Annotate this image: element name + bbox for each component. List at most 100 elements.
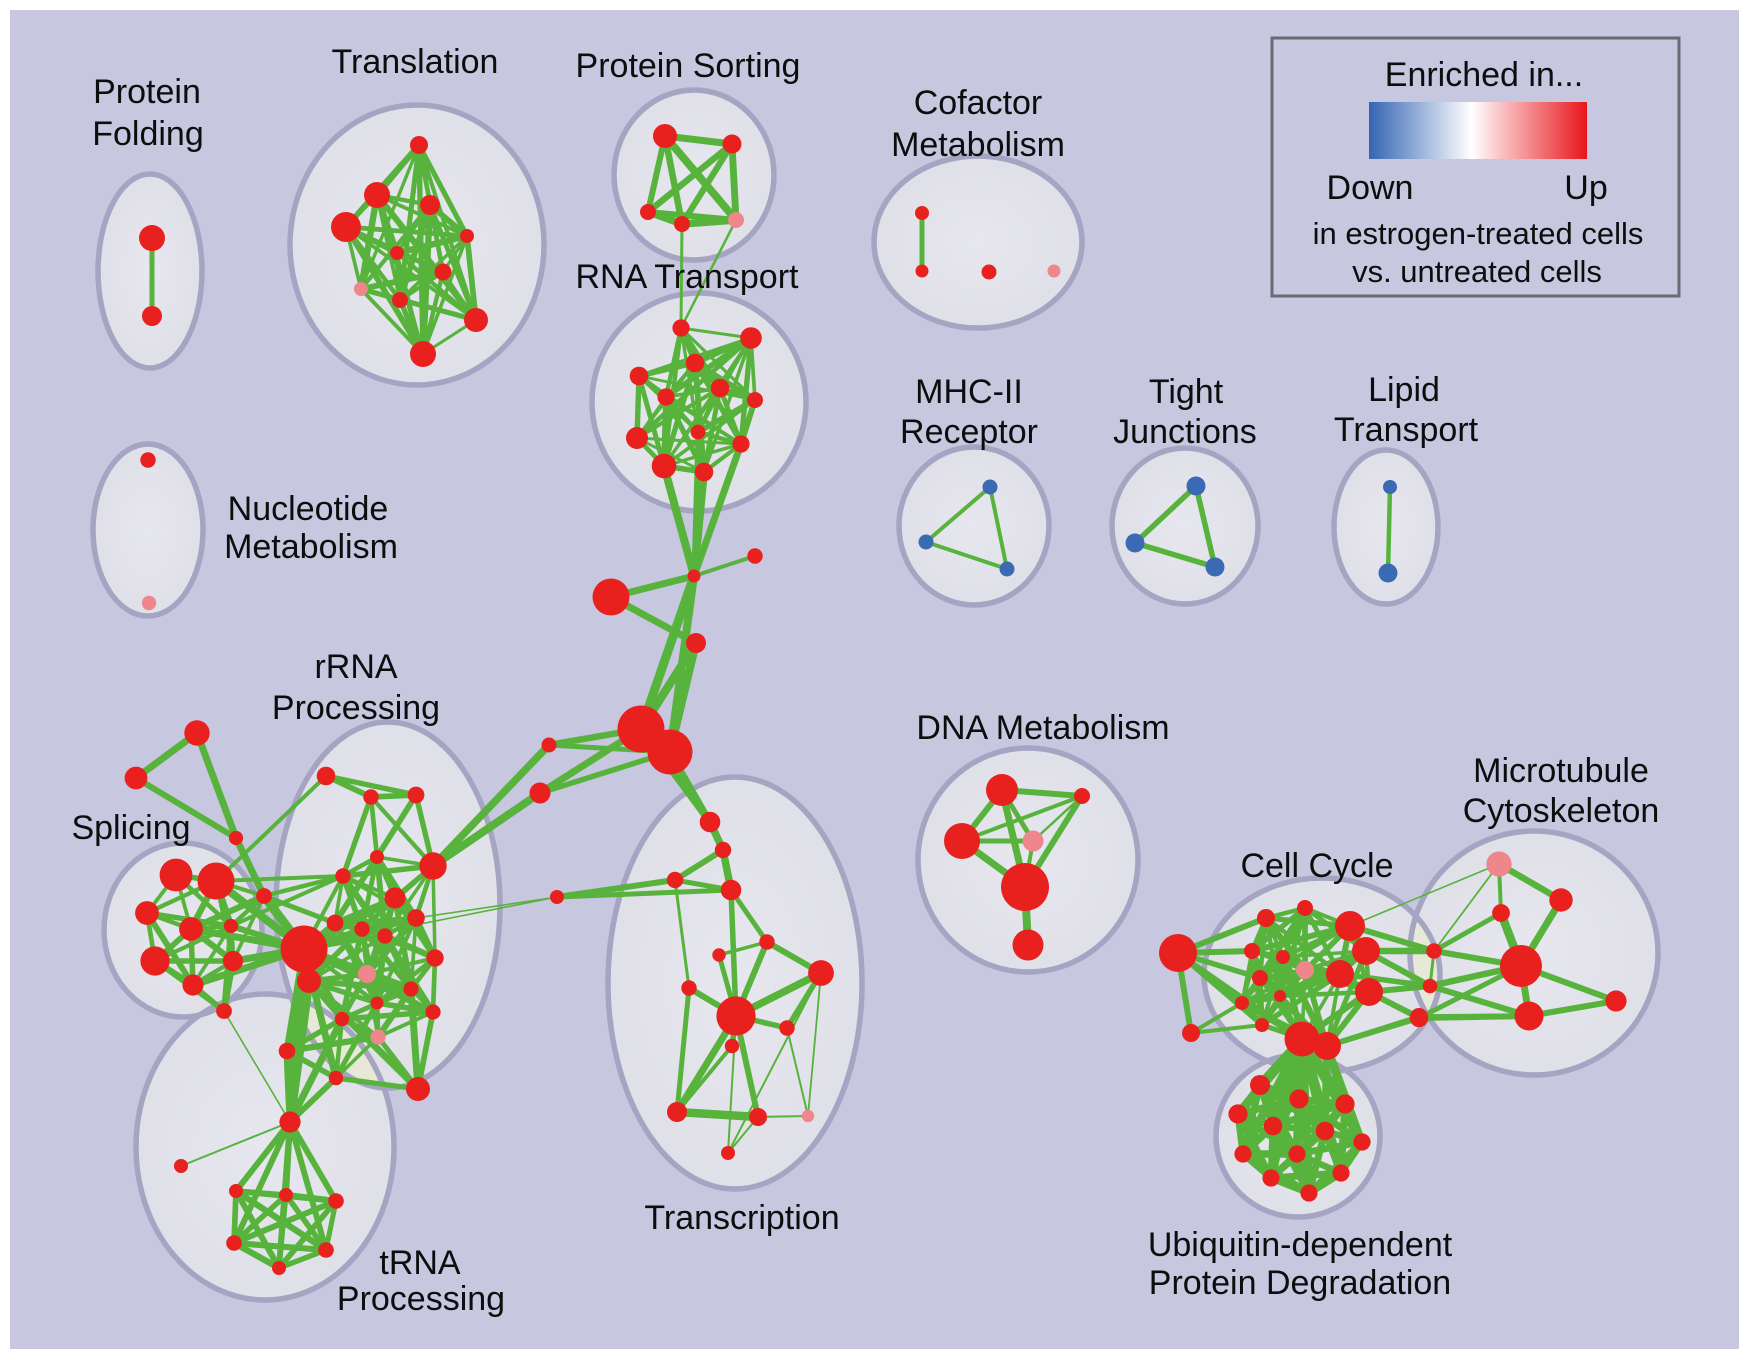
- edge-tl4-tl11: [343, 225, 426, 356]
- node-md1: [1426, 943, 1442, 959]
- node-rr18: [328, 1070, 344, 1086]
- edge-ps1-ps5: [661, 133, 740, 223]
- node-tcg: [716, 996, 756, 1036]
- node-k1: [541, 737, 557, 753]
- edge-stp-smd: [193, 731, 240, 840]
- edge-k2-h2: [539, 749, 671, 796]
- edge-tc4-tc7: [674, 987, 692, 1113]
- edge-tn2-tn4: [232, 1192, 288, 1246]
- cluster-ellipse-stroke-transcription: [605, 774, 865, 1192]
- node-ps5: [728, 212, 744, 228]
- edge-rr11-rr12: [383, 933, 437, 961]
- node-tc3: [808, 960, 834, 986]
- edge-rrbig-rr6: [342, 863, 434, 879]
- edge-ub7-ub9: [1296, 1138, 1363, 1158]
- node-ps4: [674, 216, 690, 232]
- edge-c2-c3: [673, 847, 725, 883]
- edge-mh1-mh2: [924, 485, 992, 544]
- node-dm3: [944, 823, 980, 859]
- edge-cc5-ccb1: [1259, 924, 1351, 980]
- node-lt2: [1378, 563, 1398, 583]
- cluster-label-translation-line1: Translation: [332, 43, 499, 81]
- edge-dm3-dm2: [961, 794, 1083, 843]
- edge-tl5-tl10: [464, 235, 479, 321]
- edge-tn2-tn6: [276, 1194, 289, 1269]
- edge-spj-rr9: [263, 893, 336, 926]
- cluster-label-trna-processing-line1: tRNA: [379, 1244, 461, 1282]
- cluster-label-nucleotide-metabolism-line1: Nucleotide: [228, 490, 389, 528]
- node-c4: [720, 879, 742, 901]
- node-spj: [256, 888, 272, 904]
- edge-cc2-cc3: [1250, 905, 1307, 954]
- node-mh3: [999, 561, 1015, 577]
- legend-down-label: Down: [1327, 169, 1414, 207]
- edge-tcp-tc5: [786, 1027, 809, 1117]
- edge-tl3-tl10: [427, 204, 479, 321]
- edge-rr2-rrbig: [369, 795, 435, 868]
- node-pf2: [142, 306, 162, 326]
- edge-tl8-tl11: [359, 287, 425, 356]
- edge-cc8-ccb3: [1260, 971, 1342, 1028]
- node-lt1: [1383, 480, 1397, 494]
- node-rr17: [278, 1042, 296, 1060]
- cluster-label-rna-transport-line1: RNA Transport: [576, 258, 800, 296]
- node-ub12: [1300, 1184, 1318, 1202]
- cluster-label-trna-processing-line2: Processing: [337, 1280, 505, 1318]
- node-tc2: [712, 948, 726, 962]
- node-smd: [228, 830, 244, 846]
- node-sp4: [179, 917, 203, 941]
- edge-ccL-ccq1: [1176, 950, 1304, 1042]
- cluster-label-mhc-ii-receptor-line1: MHC-II: [915, 373, 1023, 411]
- node-dmp: [1022, 830, 1044, 852]
- node-ub10: [1262, 1169, 1280, 1187]
- cluster-ellipse-stroke-tight-junctions: [1109, 445, 1261, 607]
- node-sp7: [222, 950, 244, 972]
- node-cc2: [1297, 900, 1313, 916]
- edge-cc6-ccb1: [1278, 924, 1352, 998]
- node-cf2: [915, 264, 929, 278]
- edge-hubB-rr13: [308, 978, 412, 992]
- node-rt4: [629, 366, 649, 386]
- edge-mtb-mts: [1528, 998, 1617, 1019]
- edge-tl5-tl6: [396, 232, 468, 257]
- cluster-label-nucleotide-metabolism-line2: Metabolism: [224, 528, 398, 566]
- node-hubA: [280, 925, 328, 973]
- node-stp: [184, 720, 210, 746]
- node-rt10: [732, 435, 750, 453]
- cluster-label-cofactor-metabolism-line1: Cofactor: [914, 84, 1043, 122]
- node-tcp: [801, 1109, 815, 1123]
- node-rr16: [334, 1011, 350, 1027]
- edge-rr4-rr8: [374, 855, 419, 920]
- node-nm2: [141, 595, 157, 611]
- cluster-label-cofactor-metabolism-line2: Metabolism: [891, 126, 1065, 164]
- edge-dm2-dmp: [1032, 795, 1083, 842]
- edge-thub-tn0: [180, 1121, 291, 1167]
- node-tn0: [174, 1159, 188, 1173]
- legend-subtitle-line2: vs. untreated cells: [1352, 254, 1602, 289]
- node-ccq1: [1284, 1021, 1320, 1057]
- node-rt2: [740, 327, 762, 349]
- edge-ccLl-cc7: [1189, 1001, 1244, 1035]
- node-sp9: [216, 1003, 232, 1019]
- edge-sp4-spj: [189, 893, 266, 932]
- node-rt1: [672, 319, 690, 337]
- node-ps1: [653, 124, 677, 148]
- edge-tl9-tl10: [399, 298, 477, 322]
- edge-mtp-ccb1: [1349, 863, 1500, 927]
- edge-rr2-rr6: [340, 796, 374, 877]
- node-rt3: [685, 353, 705, 373]
- edge-sp5-rr6: [230, 874, 344, 928]
- edge-ccLl-cc8: [1190, 1023, 1263, 1035]
- node-ub6: [1315, 1121, 1335, 1141]
- node-tn3: [328, 1193, 344, 1209]
- cluster-ellipse-fill-cofactor-metabolism: [874, 156, 1082, 328]
- edge-rr12-rr14: [375, 956, 437, 1005]
- node-rt9: [626, 427, 648, 449]
- edge-thub-tn3: [287, 1120, 339, 1203]
- legend-subtitle-line1: in estrogen-treated cells: [1313, 216, 1644, 251]
- edge-tl6-tl10: [395, 251, 478, 322]
- edge-c4-tc1: [728, 888, 770, 944]
- edge-j1-h1: [636, 574, 699, 731]
- edge-c4-tcg: [728, 889, 739, 1017]
- edge-tj1-tj3: [1193, 485, 1218, 568]
